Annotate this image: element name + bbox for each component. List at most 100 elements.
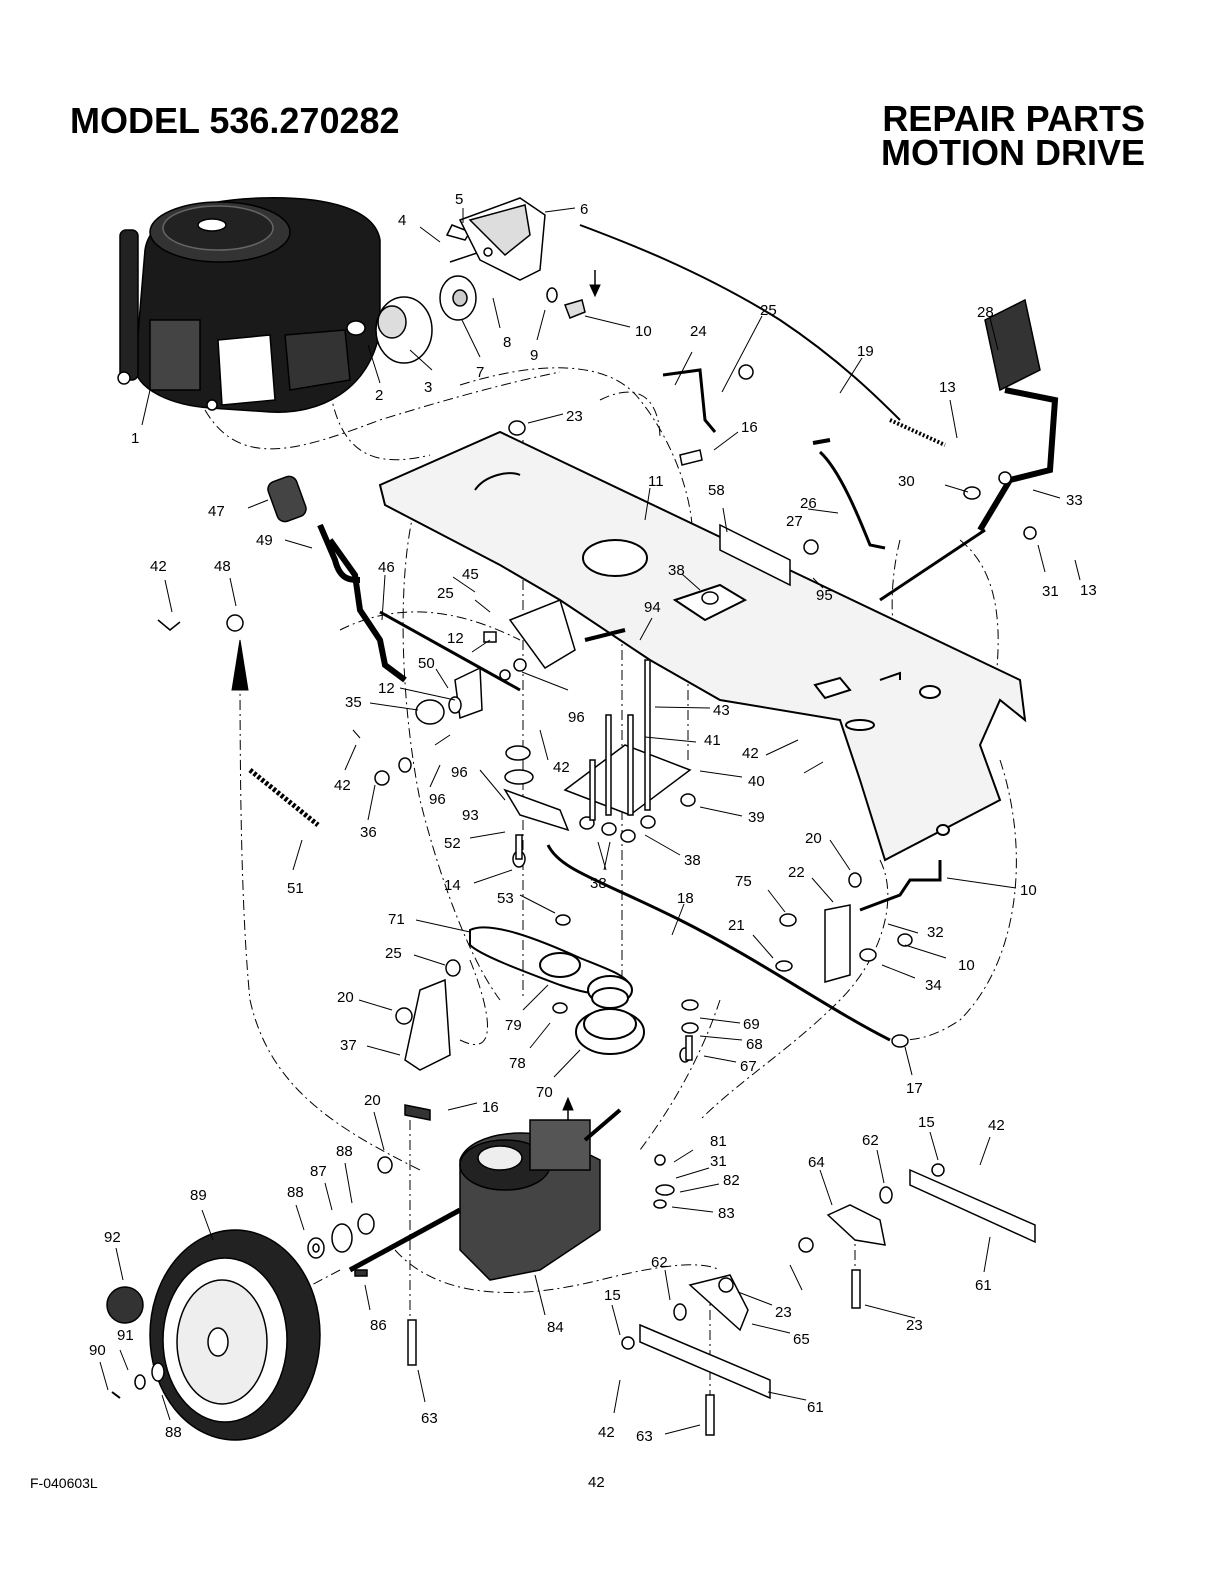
callout: 15	[604, 1287, 621, 1304]
callout: 67	[740, 1058, 757, 1075]
engine-illustration	[117, 197, 381, 413]
callout: 95	[816, 587, 833, 604]
callout: 21	[728, 917, 745, 934]
callout: 5	[455, 191, 463, 208]
callout: 39	[748, 809, 765, 826]
callout: 87	[310, 1163, 327, 1180]
callout: 90	[89, 1342, 106, 1359]
callout: 23	[775, 1304, 792, 1321]
callout: 13	[939, 379, 956, 396]
callout: 96	[568, 709, 585, 726]
callout: 69	[743, 1016, 760, 1033]
callout: 61	[807, 1399, 824, 1416]
callout: 92	[104, 1229, 121, 1246]
chassis-frame	[378, 430, 1027, 862]
callout: 24	[690, 323, 707, 340]
callout: 64	[808, 1154, 825, 1171]
callout: 88	[287, 1184, 304, 1201]
callout: 53	[497, 890, 514, 907]
callout: 63	[421, 1410, 438, 1427]
section-heading-line1: REPAIR PARTS	[882, 98, 1145, 139]
callout: 48	[214, 558, 231, 575]
callout: 91	[117, 1327, 134, 1344]
callout: 26	[800, 495, 817, 512]
callout: 42	[742, 745, 759, 762]
callout: 83	[718, 1205, 735, 1222]
callout: 10	[958, 957, 975, 974]
callout: 75	[735, 873, 752, 890]
callout: 62	[862, 1132, 879, 1149]
callout: 70	[536, 1084, 553, 1101]
callout: 43	[713, 702, 730, 719]
callout: 4	[398, 212, 406, 229]
callout: 9	[530, 347, 538, 364]
callout: 2	[375, 387, 383, 404]
callout: 31	[1042, 583, 1059, 600]
callout: 40	[748, 773, 765, 790]
callout: 20	[364, 1092, 381, 1109]
callout: 71	[388, 911, 405, 928]
callout: 84	[547, 1319, 564, 1336]
callout: 7	[476, 364, 484, 381]
callout: 58	[708, 482, 725, 499]
direction-arrows	[231, 270, 601, 1125]
callout: 79	[505, 1017, 522, 1034]
callout: 96	[429, 791, 446, 808]
leader-lines	[99, 207, 1081, 1435]
callout: 32	[927, 924, 944, 941]
callout: 63	[636, 1428, 653, 1445]
callout: 50	[418, 655, 435, 672]
callout: 25	[760, 302, 777, 319]
callout: 3	[424, 379, 432, 396]
callout: 22	[788, 864, 805, 881]
callout: 42	[150, 558, 167, 575]
callout: 93	[462, 807, 479, 824]
callout: 20	[805, 830, 822, 847]
callout: 25	[385, 945, 402, 962]
callout: 45	[462, 566, 479, 583]
callout: 33	[1066, 492, 1083, 509]
callout: 86	[370, 1317, 387, 1334]
callout: 38	[590, 875, 607, 892]
callout: 52	[444, 835, 461, 852]
callout: 27	[786, 513, 803, 530]
callout: 20	[337, 989, 354, 1006]
section-heading-line2: MOTION DRIVE	[880, 132, 1145, 173]
callout: 61	[975, 1277, 992, 1294]
callout: 12	[378, 680, 395, 697]
callout: 30	[898, 473, 915, 490]
callout: 46	[378, 559, 395, 576]
callout: 31	[710, 1153, 727, 1170]
callout: 36	[360, 824, 377, 841]
callout: 41	[704, 732, 721, 749]
callout: 42	[988, 1117, 1005, 1134]
callout: 16	[482, 1099, 499, 1116]
drive-components	[248, 224, 1059, 1055]
callout: 82	[723, 1172, 740, 1189]
form-number: F-040603L	[30, 1475, 98, 1491]
callout: 14	[444, 877, 461, 894]
callout: 38	[684, 852, 701, 869]
callout: 25	[437, 585, 454, 602]
callout: 37	[340, 1037, 357, 1054]
callout: 78	[509, 1055, 526, 1072]
callout: 1	[131, 430, 139, 447]
callout: 34	[925, 977, 942, 994]
callout: 15	[918, 1114, 935, 1131]
callout: 65	[793, 1331, 810, 1348]
callout: 51	[287, 880, 304, 897]
callout: 11	[648, 473, 664, 490]
callout: 42	[553, 759, 570, 776]
callout: 88	[165, 1424, 182, 1441]
callout: 28	[977, 304, 994, 321]
transaxle-illustration	[348, 1108, 622, 1281]
callout: 13	[1080, 582, 1097, 599]
callout: 8	[503, 334, 511, 351]
callout-labels: 1 2 3 4 5 6 7 8 9 10 10 10 11 12 12 13 1…	[89, 191, 1097, 1445]
callout: 38	[668, 562, 685, 579]
callout: 96	[451, 764, 468, 781]
callout: 10	[635, 323, 652, 340]
springs-and-hardware	[157, 298, 1041, 1436]
callout: 17	[906, 1080, 923, 1097]
